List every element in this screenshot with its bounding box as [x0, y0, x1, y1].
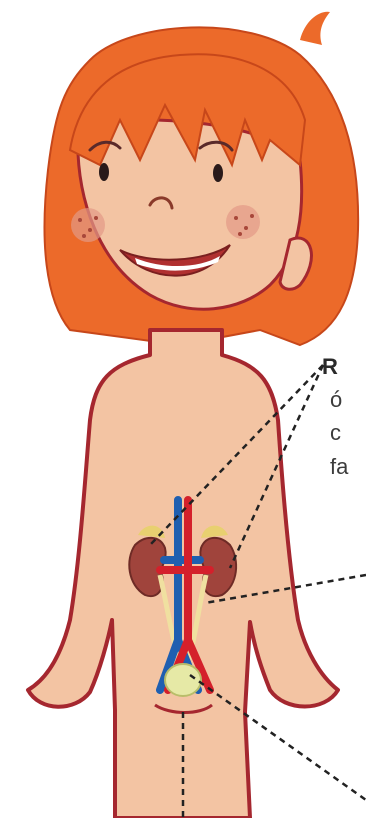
caption-line-2: c [330, 418, 341, 447]
caption-line-1: ó [330, 385, 342, 414]
right-eye [213, 164, 223, 182]
caption-heading: R [322, 352, 338, 381]
left-eye [99, 163, 109, 181]
caption-line-3: fa [330, 452, 348, 481]
hair-tuft [300, 12, 330, 45]
right-cheek [226, 205, 260, 239]
left-cheek [71, 208, 105, 242]
bladder-icon [165, 664, 201, 696]
